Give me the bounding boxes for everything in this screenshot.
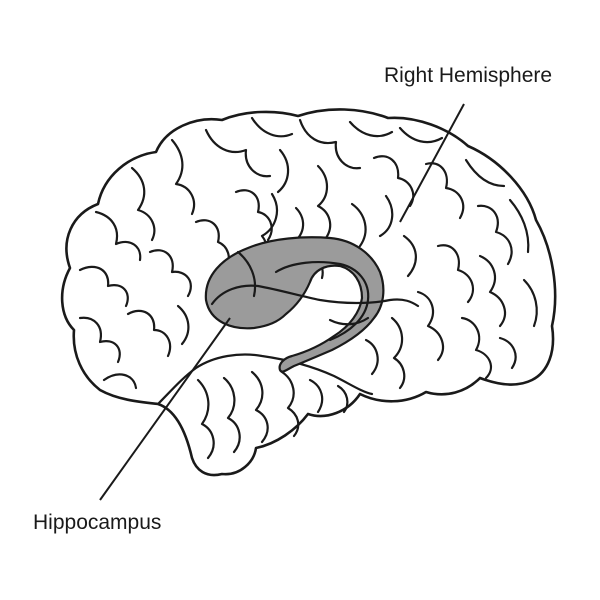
sylvian-fissure xyxy=(156,353,374,406)
hippocampus-label: Hippocampus xyxy=(33,511,162,534)
limbic-inner-fold xyxy=(210,284,420,308)
right-hemisphere-label: Right Hemisphere xyxy=(384,64,553,87)
hippocampus-pointer xyxy=(99,317,231,501)
right-hemisphere-pointer xyxy=(399,103,465,223)
brain-outline xyxy=(60,108,557,477)
brain-gyri xyxy=(78,116,538,460)
limbic-structure xyxy=(204,236,420,373)
limbic-body xyxy=(204,236,385,373)
